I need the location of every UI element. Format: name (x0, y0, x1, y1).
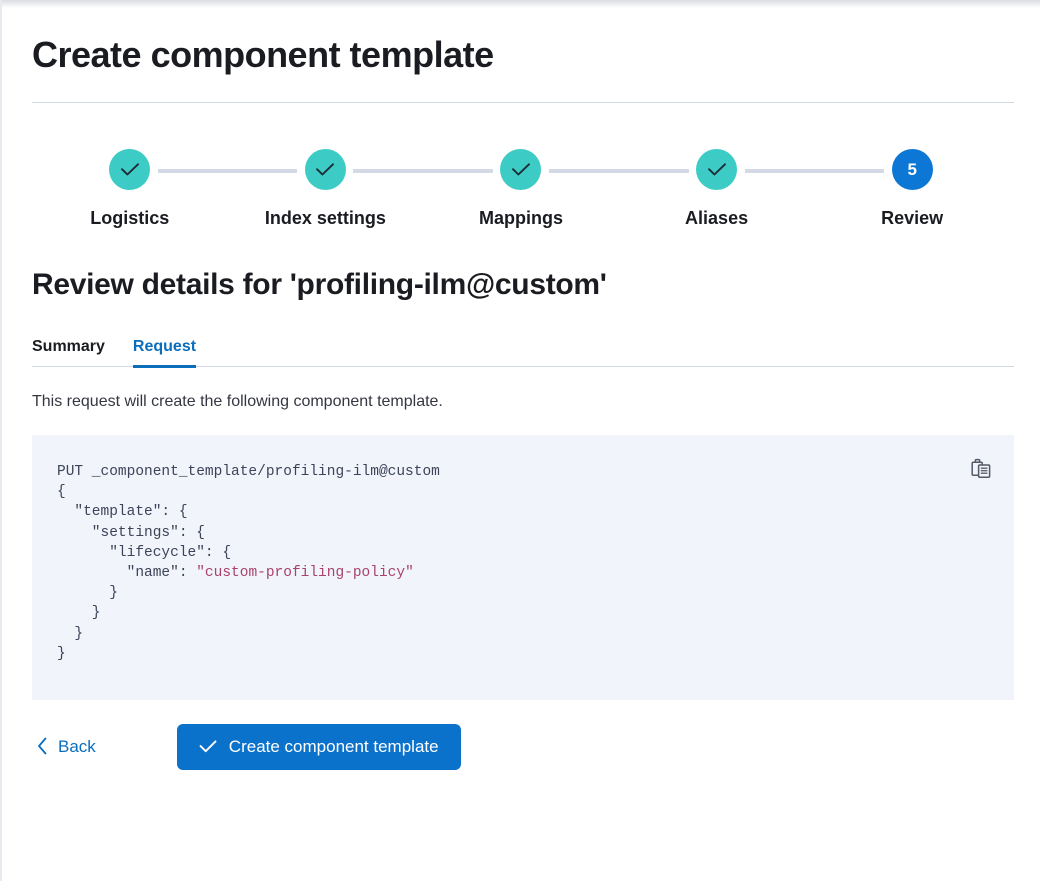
window-left-edge (0, 0, 2, 881)
check-icon (511, 162, 531, 177)
stepper-connector (353, 169, 424, 173)
chevron-left-icon (36, 736, 49, 759)
stepper-connector (157, 169, 228, 173)
request-code-block: PUT _component_template/profiling-ilm@cu… (32, 435, 1014, 700)
tab-summary[interactable]: Summary (32, 338, 105, 355)
copy-clipboard-icon[interactable] (966, 453, 996, 483)
request-code-text: PUT _component_template/profiling-ilm@cu… (57, 464, 440, 662)
stepper-label: Mappings (478, 208, 563, 228)
back-button-label: Back (58, 737, 96, 756)
stepper-step-logistics[interactable]: Logistics (32, 149, 228, 229)
stepper-connector (744, 169, 815, 173)
wizard-footer: Back Create component template (32, 724, 1040, 770)
stepper-label: Aliases (685, 208, 749, 228)
stepper-connector (423, 169, 493, 173)
stepper-step-mappings[interactable]: Mappings (423, 149, 619, 229)
stepper-label: Logistics (90, 208, 170, 228)
check-icon (199, 739, 217, 756)
create-component-template-button[interactable]: Create component template (176, 724, 461, 770)
stepper-circle-mappings[interactable] (500, 149, 542, 190)
page-title: Create component template (32, 34, 494, 75)
code-string-value: "custom-profiling-policy" (196, 565, 414, 582)
stepper-connector (548, 169, 619, 173)
check-icon (707, 162, 727, 177)
review-heading: Review details for 'profiling-ilm@custom… (32, 268, 607, 301)
stepper-connector (227, 169, 298, 173)
stepper-step-aliases[interactable]: Aliases (618, 149, 815, 229)
stepper-label: Review (881, 208, 944, 228)
stepper-circle-logistics[interactable] (109, 149, 151, 190)
stepper-connector (814, 169, 885, 173)
check-icon (120, 162, 140, 177)
stepper-connector (618, 169, 689, 173)
header-divider (32, 102, 1014, 103)
review-tabs: Summary Request (32, 331, 1014, 368)
create-component-template-label: Create component template (228, 737, 439, 756)
tab-request[interactable]: Request (132, 338, 197, 368)
stepper-circle-review[interactable]: 5 (891, 149, 933, 190)
create-component-template-page: Create component template Logistics Index… (2, 9, 1040, 881)
stepper-circle-index-settings[interactable] (304, 149, 346, 190)
request-description: This request will create the following c… (32, 393, 443, 410)
stepper-label: Index settings (264, 208, 386, 228)
check-icon (315, 162, 335, 177)
browser-chrome-strip (0, 0, 1040, 9)
stepper-step-index-settings[interactable]: Index settings (227, 149, 424, 229)
back-button[interactable]: Back (32, 730, 100, 765)
stepper-circle-aliases[interactable] (696, 149, 738, 190)
stepper-step-number: 5 (907, 160, 917, 179)
